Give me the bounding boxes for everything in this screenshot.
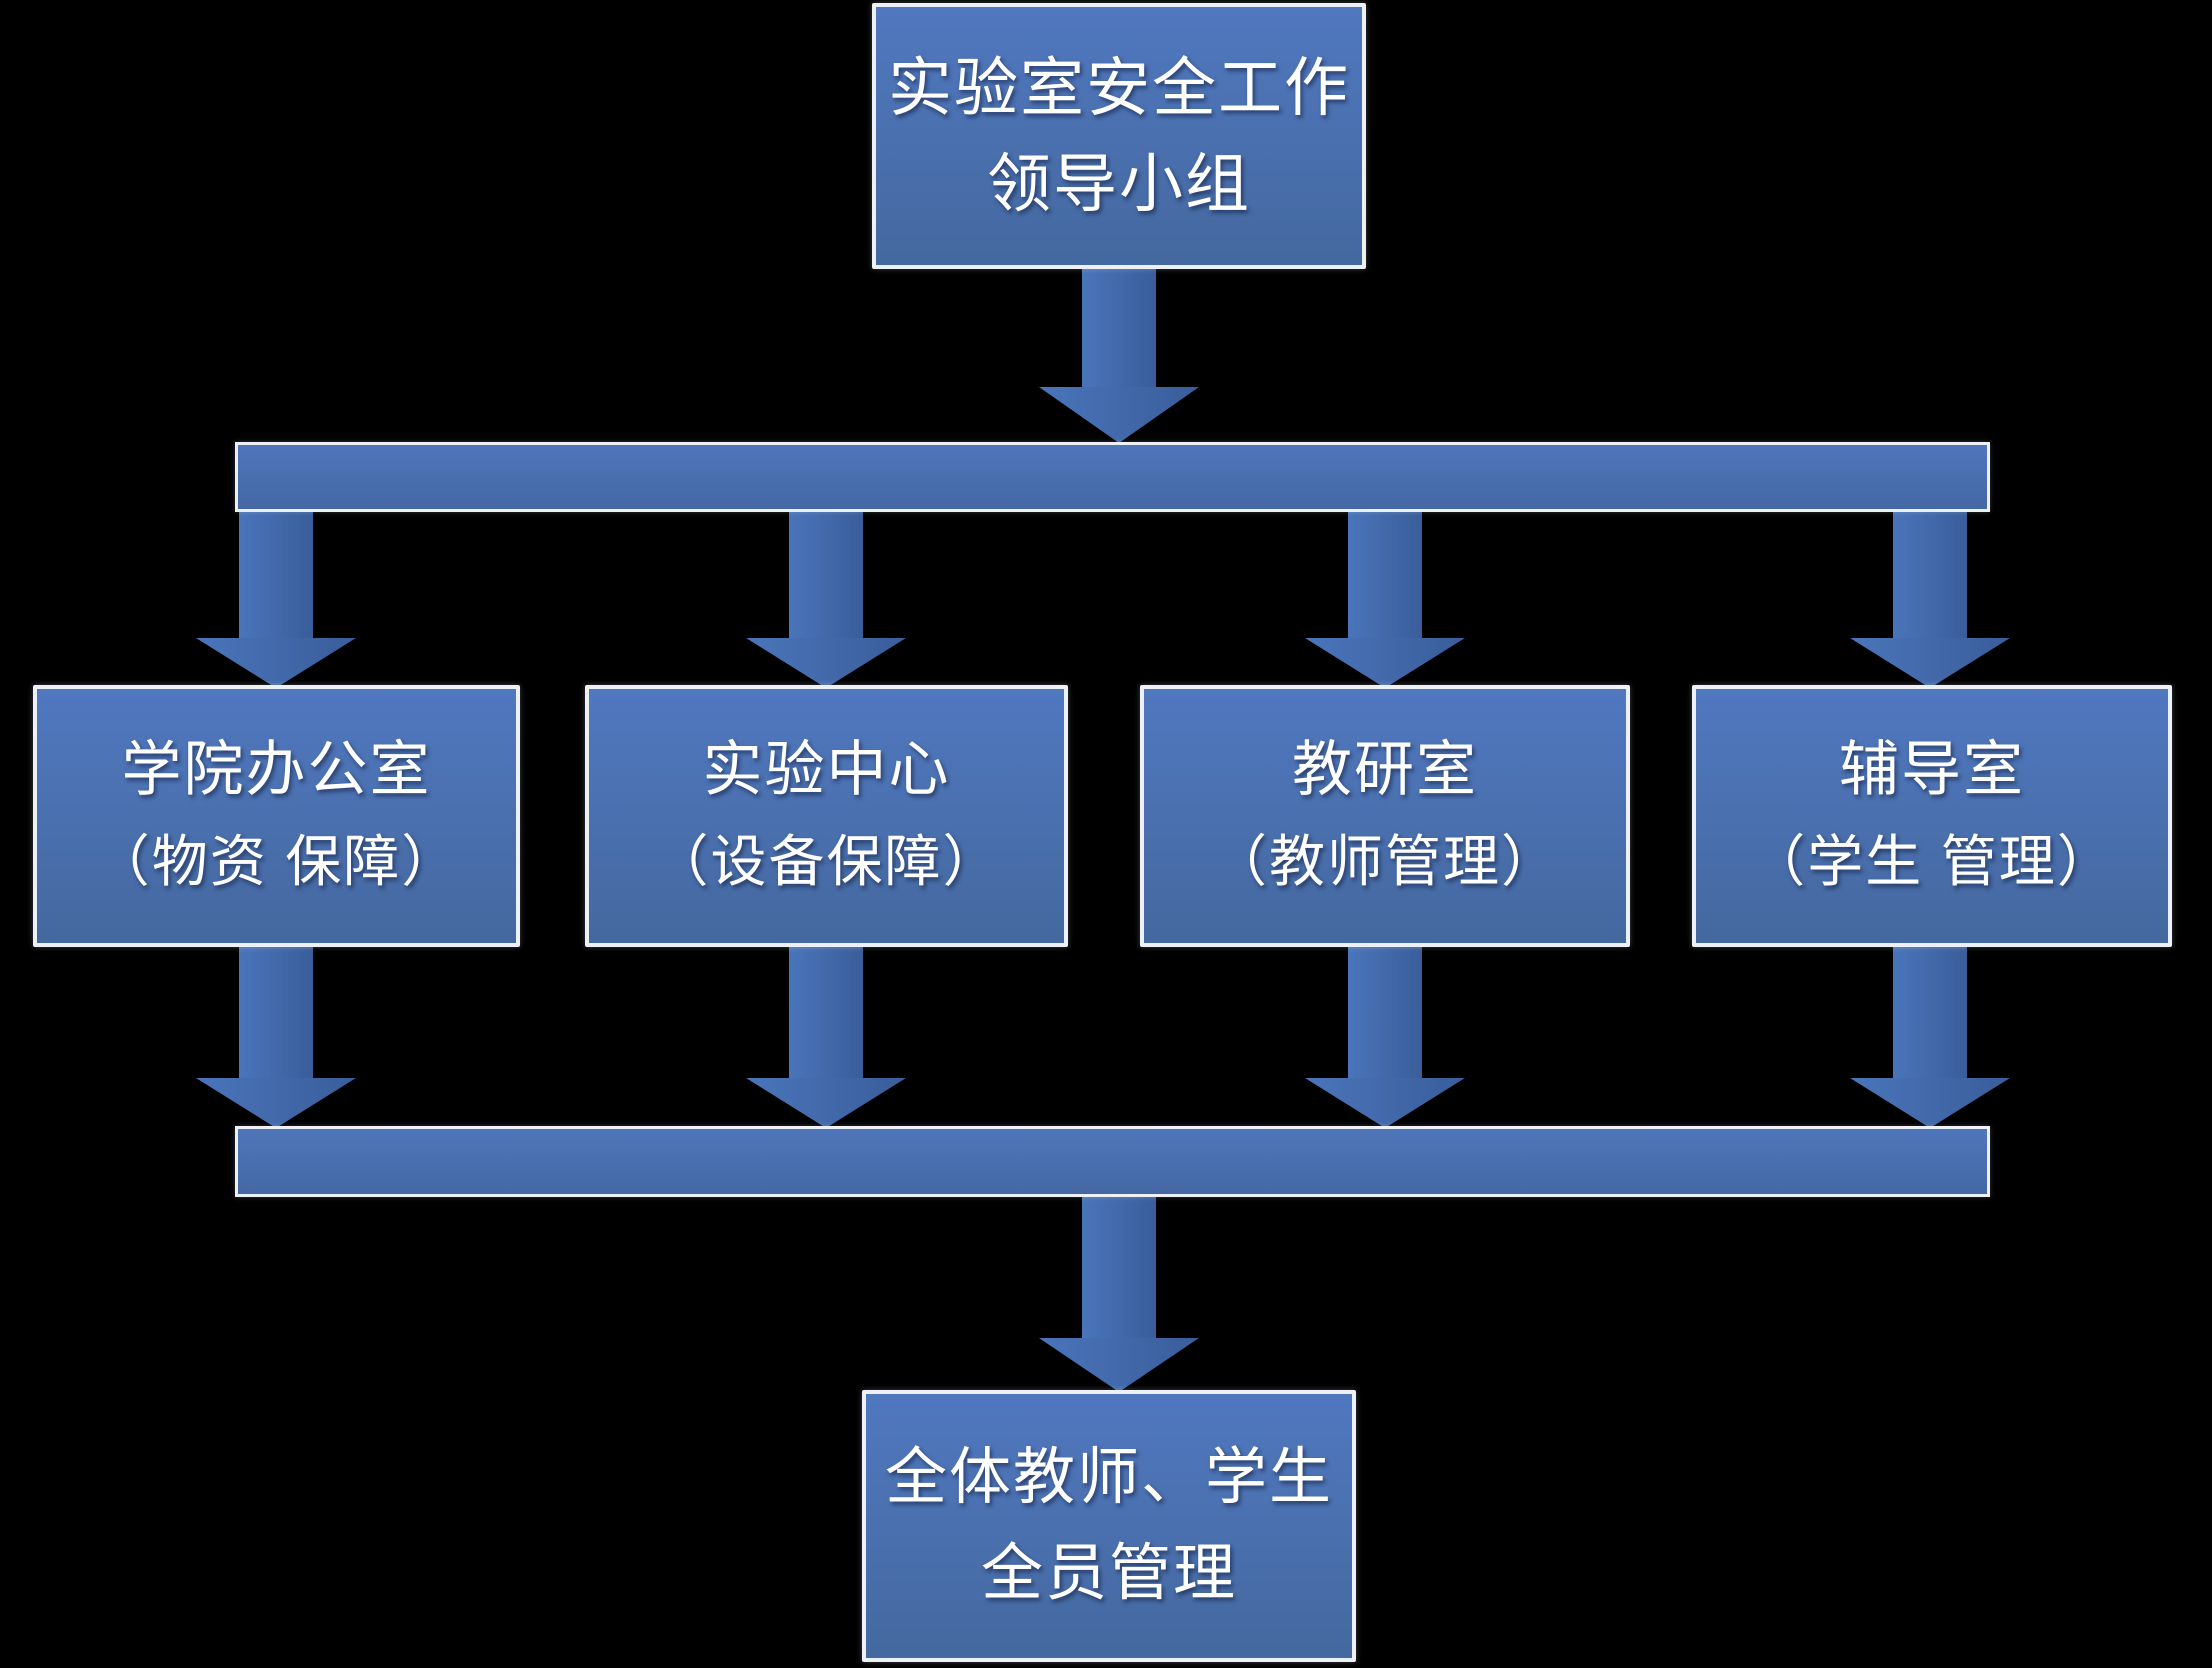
connector-bar-top	[235, 442, 1990, 512]
arrow-counseling-office-to-bar	[1850, 943, 2010, 1128]
arrow-stem	[239, 508, 313, 638]
arrow-stem	[1348, 508, 1422, 638]
node-label-line2: （设备保障）	[652, 830, 1001, 893]
arrow-stem	[1348, 943, 1422, 1078]
arrow-stem	[1893, 508, 1967, 638]
node-experiment-center: 实验中心 （设备保障）	[585, 685, 1068, 947]
node-teaching-research-office: 教研室 （教师管理）	[1140, 685, 1630, 947]
node-label-line1: 辅导室	[1839, 736, 2025, 803]
arrow-down-icon	[1039, 1338, 1199, 1392]
arrow-bar-to-lab-center	[746, 508, 906, 688]
arrow-stem	[1082, 1195, 1156, 1338]
arrow-stem	[789, 943, 863, 1078]
node-label-line2: （学生 管理）	[1749, 830, 2115, 893]
arrow-stem	[789, 508, 863, 638]
node-label-line2: 领导小组	[987, 148, 1251, 220]
arrow-stem	[1893, 943, 1967, 1078]
node-label-line1: 学院办公室	[121, 736, 432, 803]
arrow-lab-center-to-bar	[746, 943, 906, 1128]
arrow-bar-to-office	[196, 508, 356, 688]
arrow-down-icon	[746, 1078, 906, 1128]
arrow-down-icon	[1305, 638, 1465, 688]
arrow-down-icon	[1305, 1078, 1465, 1128]
node-leading-group: 实验室安全工作 领导小组	[872, 3, 1366, 269]
arrow-bar-to-teaching-office	[1305, 508, 1465, 688]
arrow-teaching-office-to-bar	[1305, 943, 1465, 1128]
arrow-office-to-bar	[196, 943, 356, 1128]
node-label-line1: 全体教师、学生	[884, 1443, 1333, 1512]
node-label-line2: （教师管理）	[1211, 830, 1559, 893]
arrow-down-icon	[1039, 387, 1199, 443]
node-label-line1: 实验中心	[702, 736, 951, 803]
arrow-down-icon	[746, 638, 906, 688]
arrow-down-icon	[1850, 1078, 2010, 1128]
arrow-stem	[239, 943, 313, 1078]
arrow-bar-to-counseling-office	[1850, 508, 2010, 688]
node-label-line1: 教研室	[1292, 736, 1478, 803]
arrow-down-icon	[196, 638, 356, 688]
node-label-line1: 实验室安全工作	[888, 52, 1350, 124]
arrow-bar-to-everyone	[1039, 1195, 1199, 1392]
node-all-staff-students: 全体教师、学生 全员管理	[862, 1390, 1356, 1662]
arrow-down-icon	[196, 1078, 356, 1128]
node-counseling-office: 辅导室 （学生 管理）	[1692, 685, 2172, 947]
node-label-line2: 全员管理	[980, 1539, 1237, 1608]
node-college-office: 学院办公室 （物资 保障）	[33, 685, 520, 947]
arrow-down-icon	[1850, 638, 2010, 688]
connector-bar-bottom	[235, 1126, 1990, 1197]
arrow-stem	[1082, 267, 1156, 387]
node-label-line2: （物资 保障）	[93, 830, 460, 893]
arrow-top-group-to-bar	[1039, 267, 1199, 443]
